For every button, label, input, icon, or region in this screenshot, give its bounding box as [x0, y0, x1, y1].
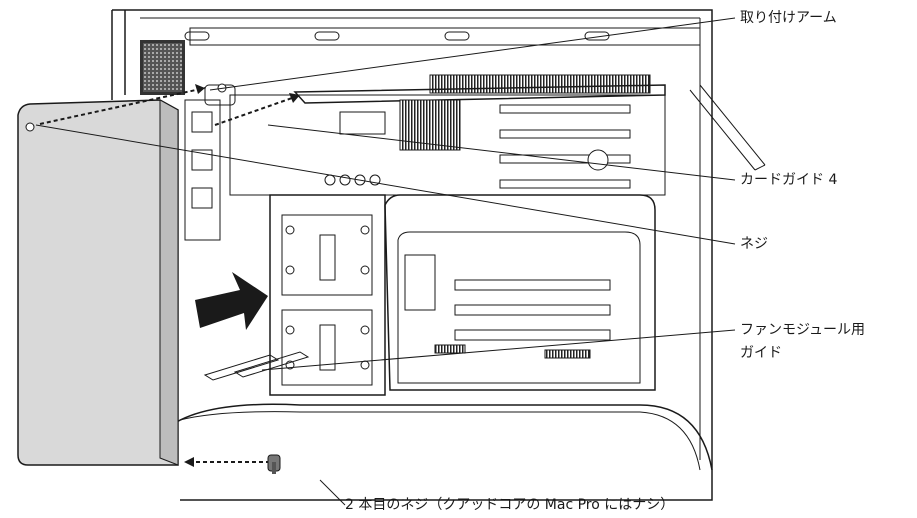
- callout-second-screw: 2 本目のネジ（クアッドコアの Mac Pro にはナシ）: [345, 497, 675, 513]
- callout-screw: ネジ: [740, 236, 768, 252]
- callout-mounting-arm: 取り付けアーム: [740, 10, 837, 26]
- drive-cage: [269, 194, 386, 396]
- insertion-arrow: [195, 272, 268, 330]
- vent-grille: [140, 40, 185, 95]
- drive-carriers: [184, 83, 236, 241]
- loose-screw: [267, 454, 281, 474]
- fan-module: [384, 194, 656, 391]
- fan-guide-rails: [203, 351, 310, 381]
- enclosure-frame: [111, 9, 766, 501]
- callout-fan-guide-line2: ガイド: [740, 345, 782, 361]
- leader-lines: [35, 17, 736, 506]
- dashed-arrows: [39, 84, 300, 467]
- callout-fan-guide-line1: ファンモジュール用: [740, 322, 866, 338]
- top-rail: [184, 27, 701, 46]
- callout-card-guide: カードガイド 4: [740, 172, 838, 188]
- side-panel: [17, 99, 179, 466]
- logic-board: [229, 74, 666, 196]
